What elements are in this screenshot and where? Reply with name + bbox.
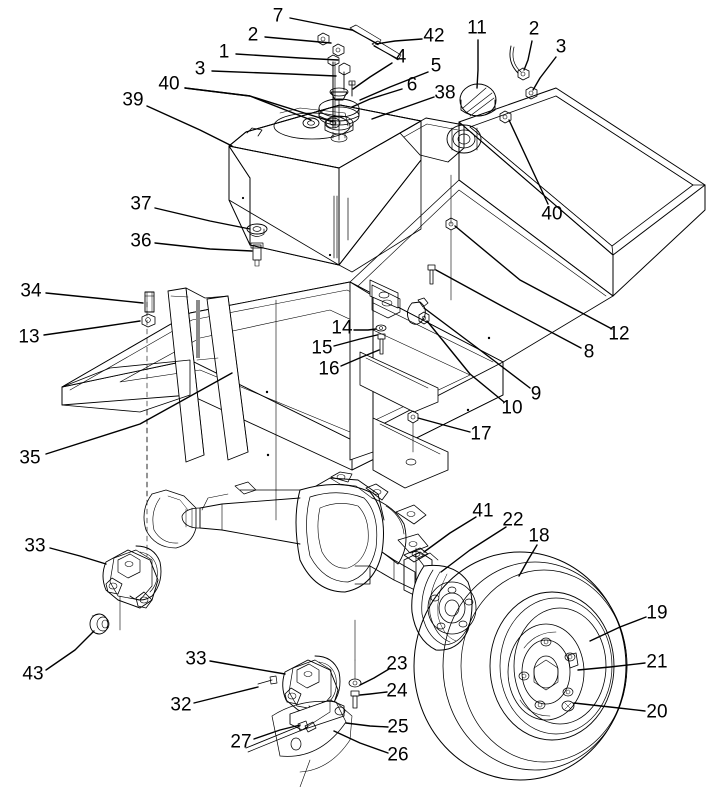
callout-label-17[interactable]: 17 [470,423,492,445]
callout-label-23[interactable]: 23 [386,653,408,675]
callout-label-8[interactable]: 8 [583,341,595,363]
callout-label-26[interactable]: 26 [387,744,409,766]
chassis-frame [61,279,504,489]
callout-label-32[interactable]: 32 [170,694,192,716]
callout-label-42[interactable]: 42 [423,25,445,47]
callout-label-12[interactable]: 12 [608,323,630,345]
callout-label-39[interactable]: 39 [122,89,144,111]
tank-top-hardware [302,24,402,143]
fuel-tank [228,104,465,273]
callout-label-19[interactable]: 19 [646,602,668,624]
bed-side-hardware [499,45,538,124]
callout-label-15[interactable]: 15 [311,337,333,359]
callout-label-36[interactable]: 36 [130,230,152,252]
callout-label-21[interactable]: 21 [646,651,668,673]
rear-axle-differential [143,471,433,599]
callout-label-43[interactable]: 43 [22,663,44,685]
callout-label-41[interactable]: 41 [472,500,494,522]
callout-label-2[interactable]: 2 [247,24,259,46]
callout-label-10[interactable]: 10 [501,397,523,419]
brake-drum-hub [403,547,477,651]
lower-knuckle-assembly [245,655,362,787]
callout-label-38[interactable]: 38 [434,82,456,104]
callout-label-25[interactable]: 25 [387,716,409,738]
callout-label-18[interactable]: 18 [528,525,550,547]
callout-label-33[interactable]: 33 [185,648,207,670]
callout-label-4[interactable]: 4 [395,46,407,68]
left-knuckle-assembly [89,409,162,635]
callout-label-5[interactable]: 5 [430,55,442,77]
callout-label-20[interactable]: 20 [646,701,668,723]
fuel-filler-assembly [446,83,497,154]
cargo-bed [349,87,706,363]
callout-label-35[interactable]: 35 [19,447,41,469]
callout-label-7[interactable]: 7 [272,5,284,27]
callout-label-27[interactable]: 27 [230,731,252,753]
callout-label-3[interactable]: 3 [194,58,206,80]
callout-leaders [43,17,647,754]
callout-label-6[interactable]: 6 [406,74,418,96]
callout-label-40[interactable]: 40 [541,203,563,225]
callout-label-9[interactable]: 9 [530,383,542,405]
callout-label-24[interactable]: 24 [386,680,408,702]
callout-label-3[interactable]: 3 [555,36,567,58]
callout-label-37[interactable]: 37 [130,193,152,215]
callout-label-13[interactable]: 13 [18,326,40,348]
alignment-lines [275,174,452,661]
wheel-and-tire [413,551,628,781]
frame-small-hardware [371,217,458,453]
callout-label-22[interactable]: 22 [502,509,524,531]
callout-label-16[interactable]: 16 [318,358,340,380]
callout-label-14[interactable]: 14 [331,317,353,339]
callout-label-2[interactable]: 2 [528,18,540,40]
callout-label-33[interactable]: 33 [24,535,46,557]
callout-label-34[interactable]: 34 [20,280,42,302]
callout-label-1[interactable]: 1 [218,41,230,63]
callout-label-11[interactable]: 11 [467,17,487,39]
backrest-support-frame [61,287,249,501]
callout-label-40[interactable]: 40 [158,73,180,95]
